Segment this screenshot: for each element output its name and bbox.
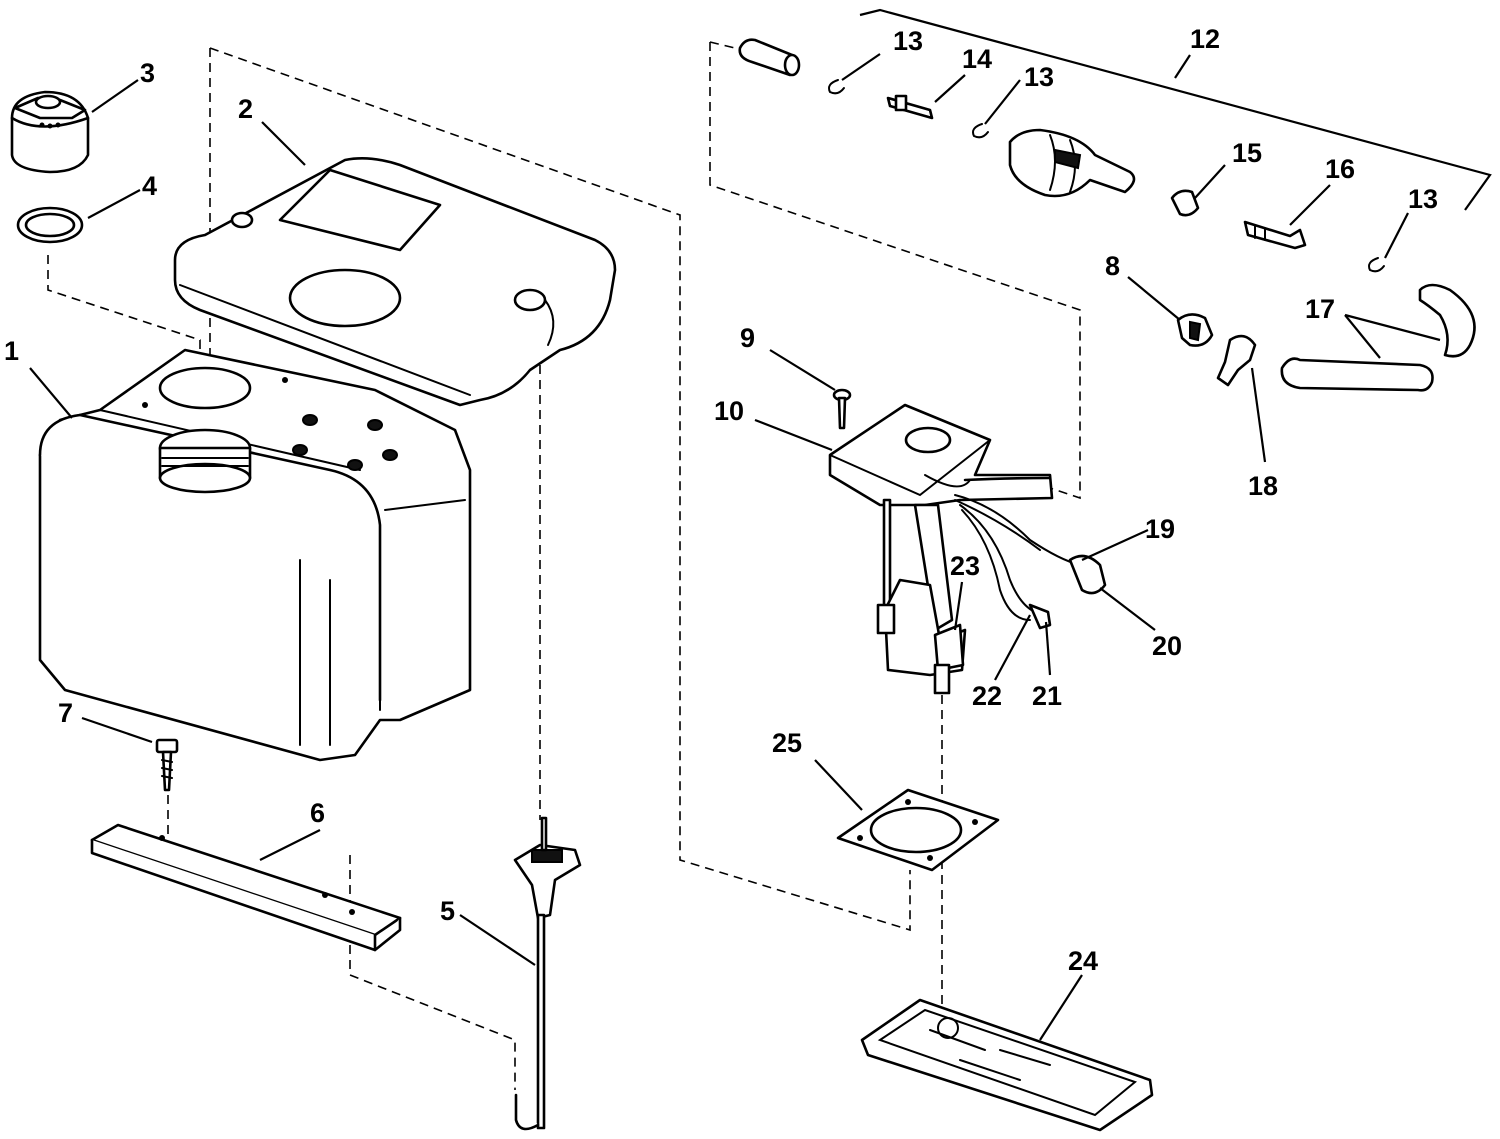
callout-14: 14 bbox=[962, 44, 992, 74]
callout-9: 9 bbox=[740, 323, 755, 353]
callout-labels: 1 2 3 4 5 6 7 8 9 10 12 13 13 13 14 15 1… bbox=[4, 24, 1438, 976]
pickup-gasket bbox=[836, 788, 1000, 872]
callout-3: 3 bbox=[140, 58, 155, 88]
callout-8: 8 bbox=[1105, 251, 1120, 281]
mounting-bracket bbox=[90, 823, 402, 952]
tank-top-cover bbox=[173, 157, 617, 407]
callout-23: 23 bbox=[950, 551, 980, 581]
callout-21: 21 bbox=[1032, 681, 1062, 711]
fuel-gauge bbox=[513, 816, 582, 1131]
callout-4: 4 bbox=[142, 171, 157, 201]
callout-19: 19 bbox=[1145, 514, 1175, 544]
callout-16: 16 bbox=[1325, 154, 1355, 184]
pickup-plate bbox=[860, 998, 1154, 1132]
callout-12: 12 bbox=[1190, 24, 1220, 54]
callout-1: 1 bbox=[4, 336, 19, 366]
cap-gasket bbox=[16, 206, 84, 244]
fill-cap bbox=[10, 90, 90, 174]
sender-wires bbox=[954, 494, 1107, 630]
callout-13-right: 13 bbox=[1408, 184, 1438, 214]
callout-6: 6 bbox=[310, 798, 325, 828]
callout-20: 20 bbox=[1152, 631, 1182, 661]
callout-2: 2 bbox=[238, 94, 253, 124]
callout-25: 25 bbox=[772, 728, 802, 758]
sender-screw bbox=[832, 388, 852, 430]
callout-18: 18 bbox=[1248, 471, 1278, 501]
bracket-screw bbox=[155, 738, 179, 792]
callout-22: 22 bbox=[972, 681, 1002, 711]
callout-10: 10 bbox=[714, 396, 744, 426]
callout-13-middle: 13 bbox=[1024, 62, 1054, 92]
fuel-tank bbox=[38, 348, 472, 762]
callout-7: 7 bbox=[58, 698, 73, 728]
callout-24: 24 bbox=[1068, 946, 1098, 976]
hose-kit-parts bbox=[738, 38, 1476, 392]
callout-5: 5 bbox=[440, 896, 455, 926]
fuel-pickup-assembly bbox=[828, 403, 1054, 695]
callout-17: 17 bbox=[1305, 294, 1335, 324]
callout-15: 15 bbox=[1232, 138, 1262, 168]
callout-13-top: 13 bbox=[893, 26, 923, 56]
leader-lines bbox=[29, 8, 1492, 1041]
